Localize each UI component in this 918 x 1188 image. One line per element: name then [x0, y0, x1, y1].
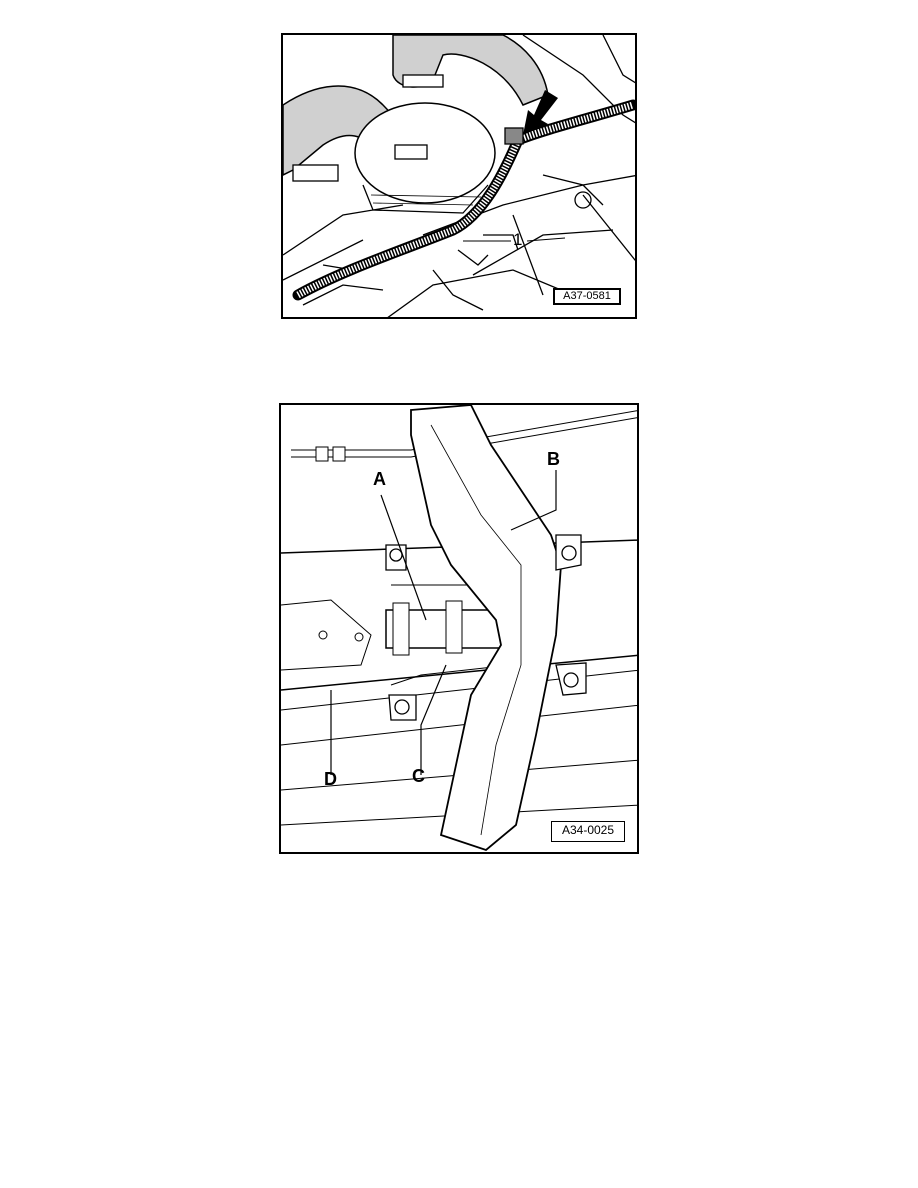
callout-a: A [373, 469, 386, 489]
figure-underbody-crossmember: A B C D A34-0025 [279, 403, 639, 854]
callout-c: C [412, 766, 425, 786]
callout-b: B [547, 449, 560, 469]
callout-d: D [324, 769, 337, 789]
figure-reference-label: A34-0025 [551, 821, 625, 842]
figure-reference-label: A37-0581 [553, 288, 621, 305]
arrow-icon [523, 90, 558, 135]
engine-illustration [283, 35, 635, 317]
underbody-illustration [281, 405, 637, 852]
callout-1: 1 [513, 230, 523, 249]
figure-engine-harness: 1 A37-0581 [281, 33, 637, 319]
